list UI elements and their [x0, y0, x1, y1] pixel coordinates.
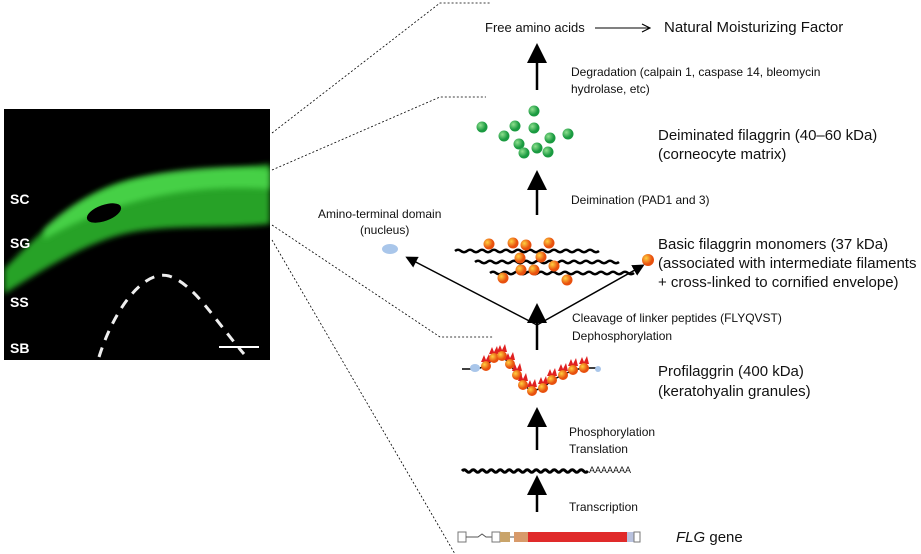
- cleavage-label-1: Cleavage of linker peptides (FLYQVST): [572, 311, 782, 325]
- monomers-label-1: Basic filaggrin monomers (37 kDa): [658, 236, 889, 253]
- filament-line: [489, 270, 635, 276]
- filaggrin-repeat: [558, 370, 568, 380]
- phospho-flame: [497, 344, 507, 352]
- filaggrin-repeat: [505, 359, 515, 369]
- c-terminal-domain: [595, 366, 601, 372]
- filaggrin-repeat: [538, 383, 548, 393]
- filaggrin-repeat: [497, 351, 507, 361]
- phospho-flame: [579, 356, 589, 364]
- polya-tail-label: AAAAAAA: [589, 465, 632, 475]
- green-dot: [531, 142, 543, 154]
- phospho-flame: [527, 379, 537, 387]
- orange-dot: [483, 238, 495, 250]
- phospho-flame: [547, 368, 557, 376]
- filaggrin-repeat: [568, 365, 578, 375]
- skin-micrograph: SC SG SS SB: [4, 109, 270, 360]
- filaggrin-monomers-icon: [454, 237, 635, 286]
- label-sc: SC: [10, 191, 30, 207]
- green-dot: [544, 132, 556, 144]
- filaggrin-repeat: [547, 375, 557, 385]
- degradation-label-2: hydrolase, etc): [571, 82, 650, 96]
- deimination-label: Deimination (PAD1 and 3): [571, 193, 710, 207]
- orange-dot: [507, 237, 519, 249]
- label-ss: SS: [10, 294, 29, 310]
- green-dot: [513, 138, 525, 150]
- cleavage-label-2: Dephosphorylation: [572, 329, 673, 343]
- amino-terminal-domain-icon: [382, 244, 398, 254]
- green-dot: [528, 122, 540, 134]
- filament-line: [454, 248, 600, 254]
- deiminated-label-2: (corneocyte matrix): [658, 146, 787, 163]
- nmf-label: Natural Moisturizing Factor: [664, 19, 844, 36]
- phosphorylation-label: Phosphorylation: [569, 425, 656, 439]
- green-dot: [518, 147, 530, 159]
- amino-terminal-label-1: Amino-terminal domain: [318, 207, 442, 221]
- free-amino-acids-label: Free amino acids: [485, 20, 585, 35]
- green-dot: [528, 105, 540, 117]
- flg-gene-icon: [457, 531, 641, 543]
- green-dot: [476, 121, 488, 133]
- filaggrin-repeat: [481, 361, 491, 371]
- mrna-strand: [460, 468, 590, 474]
- phospho-flame: [558, 363, 568, 371]
- micrograph-drawing: [4, 164, 270, 358]
- green-dot: [542, 146, 554, 158]
- phospho-flame: [512, 363, 522, 371]
- deiminated-label-1: Deiminated filaggrin (40–60 kDa): [658, 127, 878, 144]
- flg-gene-label: FLG gene: [676, 530, 743, 545]
- deiminated-filaggrin-dots: [476, 105, 574, 159]
- zoom-guide-lines: [271, 2, 494, 554]
- gene-suffix: gene: [705, 529, 743, 546]
- filaggrin-repeat: [527, 386, 537, 396]
- translation-label: Translation: [569, 442, 628, 456]
- phospho-flame: [538, 376, 548, 384]
- amino-terminal-label-2: (nucleus): [360, 223, 410, 237]
- phospho-flame: [568, 358, 578, 366]
- green-dot: [509, 120, 521, 132]
- phospho-flame: [481, 354, 491, 362]
- transcription-label: Transcription: [569, 500, 638, 514]
- monomers-label-3: + cross-linked to cornified envelope): [658, 274, 899, 291]
- mrna-icon: [460, 468, 590, 474]
- orange-dot: [535, 251, 547, 263]
- filaggrin-repeat: [579, 363, 589, 373]
- label-sb: SB: [10, 340, 30, 356]
- degradation-label-1: Degradation (calpain 1, caspase 14, bleo…: [571, 65, 821, 79]
- phospho-flame: [505, 352, 515, 360]
- gene-name: FLG: [676, 529, 706, 546]
- monomer-icon: [642, 254, 654, 266]
- orange-dot: [561, 274, 573, 286]
- green-dot: [562, 128, 574, 140]
- profilaggrin-icon: [462, 344, 601, 396]
- monomers-label-2: (associated with intermediate filaments: [658, 255, 917, 272]
- filaggrin-repeat: [518, 380, 528, 390]
- phospho-flame: [518, 373, 528, 381]
- profilaggrin-label-2: (keratohyalin granules): [658, 383, 811, 400]
- orange-dot: [528, 264, 540, 276]
- n-terminal-domain: [470, 364, 480, 372]
- orange-dot: [548, 260, 560, 272]
- filament-line: [474, 259, 620, 265]
- phospho-flame: [489, 346, 499, 354]
- label-sg: SG: [10, 235, 31, 251]
- green-dot: [498, 130, 510, 142]
- profilaggrin-label-1: Profilaggrin (400 kDa): [658, 363, 804, 380]
- orange-dot: [497, 272, 509, 284]
- orange-dot: [515, 264, 527, 276]
- orange-dot: [514, 252, 526, 264]
- filaggrin-repeat: [489, 353, 499, 363]
- orange-dot: [543, 237, 555, 249]
- orange-dot: [520, 239, 532, 251]
